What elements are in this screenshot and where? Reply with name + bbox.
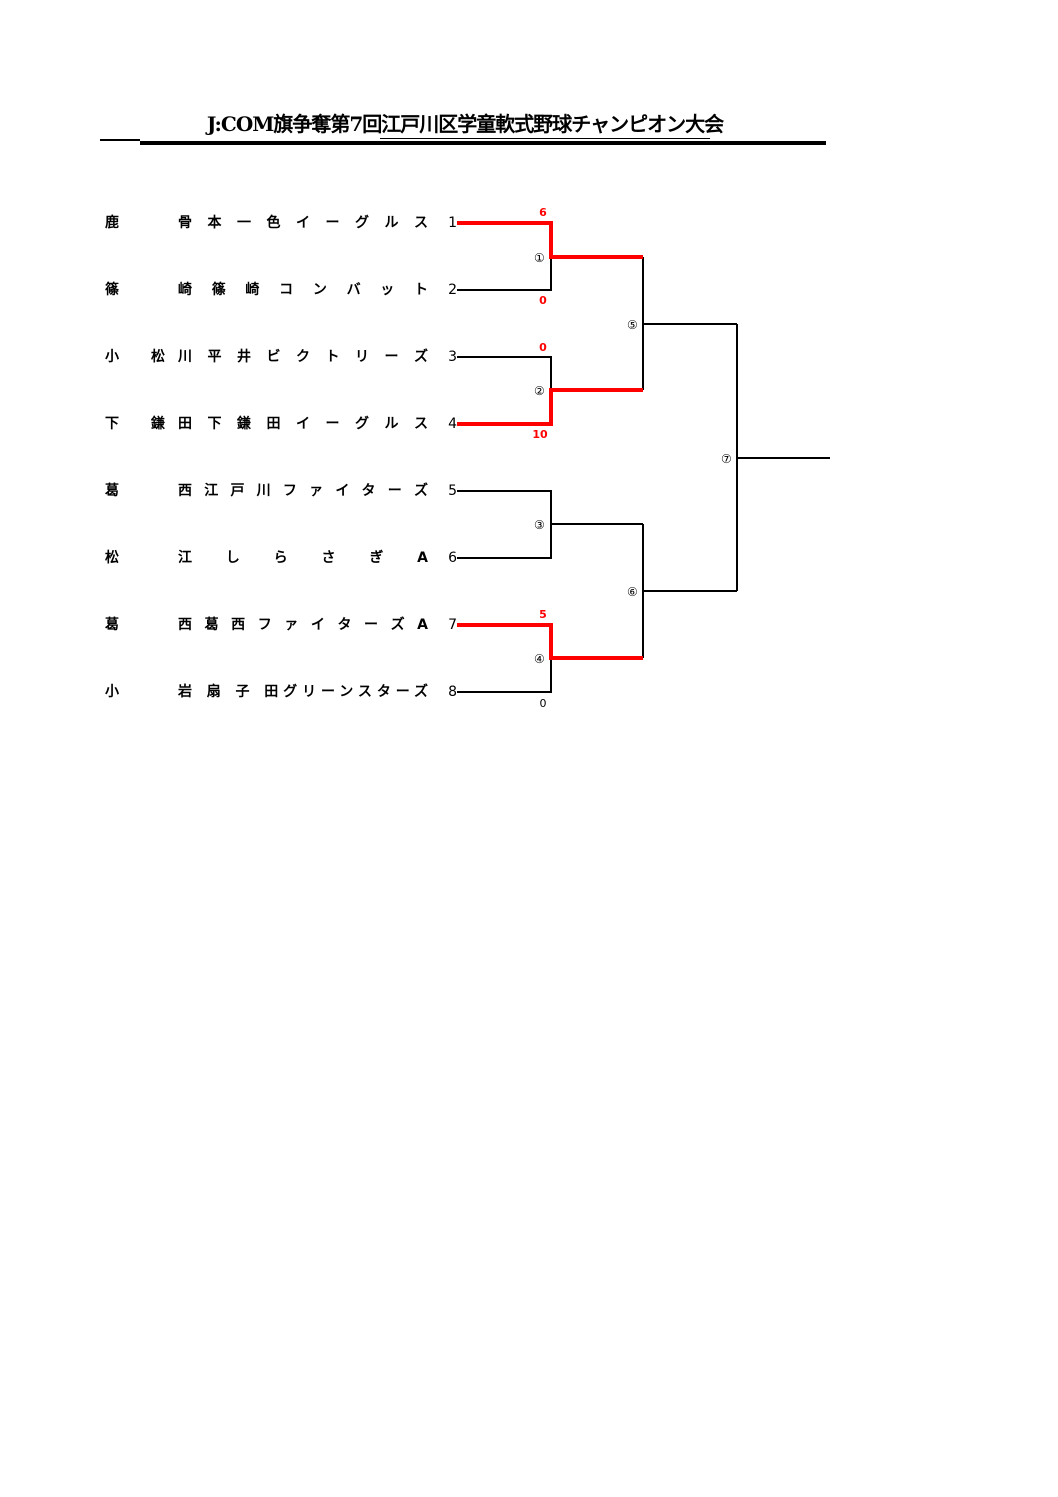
bracket-line <box>457 658 552 693</box>
team-name: 岩 扇 子 田グリーンスターズ <box>178 684 428 700</box>
team-name: 西 葛 西 フ ァ イ タ ー ズ A <box>178 617 428 633</box>
team-seed: 7 <box>448 617 457 633</box>
score: 0 <box>539 341 547 354</box>
title-rule-thin <box>100 139 140 141</box>
team-region: 松 <box>105 550 119 566</box>
team-name: 江 し ら さ ぎ A <box>178 550 428 566</box>
match-label: ⑥ <box>627 585 638 599</box>
tournament-title: J:COM旗争奪第7回江戸川区学童軟式野球チャンピオン大会 <box>206 112 724 136</box>
team-seed: 3 <box>448 349 457 365</box>
team-region: 葛 <box>105 617 119 633</box>
title-rule-sub <box>380 138 710 139</box>
team-seed: 1 <box>448 215 457 231</box>
score: 0 <box>540 697 547 710</box>
bracket-line <box>457 257 552 291</box>
match-label: ① <box>534 251 545 265</box>
match-label: ⑤ <box>627 318 638 332</box>
winner-line <box>457 623 643 660</box>
score: 6 <box>539 206 547 219</box>
team-seed: 6 <box>448 550 457 566</box>
title-rule-thick <box>140 141 826 145</box>
team-seed: 2 <box>448 282 457 298</box>
team-name: 崎 篠 崎 コ ン バ ッ ト <box>178 282 428 298</box>
team-name: 骨 本 一 色 イ ー グ ル ス <box>178 215 428 231</box>
team-seed: 5 <box>448 483 457 499</box>
team-name: 田 下 鎌 田 イ ー グ ル ス <box>178 416 428 432</box>
team-seed: 8 <box>448 684 457 700</box>
winner-line <box>457 388 643 426</box>
bracket-line <box>457 356 552 390</box>
winner-line <box>457 221 643 259</box>
score: 10 <box>532 428 548 441</box>
team-region: 篠 <box>105 282 119 298</box>
team-seed: 4 <box>448 416 457 432</box>
score: 5 <box>539 608 547 621</box>
team-name: 川 平 井 ビ ク ト リ ー ズ <box>178 349 428 365</box>
team-region: 葛 <box>105 483 119 499</box>
match-label: ② <box>534 384 545 398</box>
match-label: ③ <box>534 518 545 532</box>
match-label: ④ <box>534 652 545 666</box>
team-region: 下 鎌 <box>105 416 165 432</box>
team-region: 鹿 <box>105 215 119 231</box>
team-name: 西 江 戸 川 フ ァ イ タ ー ズ <box>178 483 428 499</box>
score: 0 <box>539 294 547 307</box>
match-label: ⑦ <box>721 452 732 466</box>
team-region: 小 <box>105 684 119 700</box>
team-region: 小 松 <box>105 349 165 365</box>
